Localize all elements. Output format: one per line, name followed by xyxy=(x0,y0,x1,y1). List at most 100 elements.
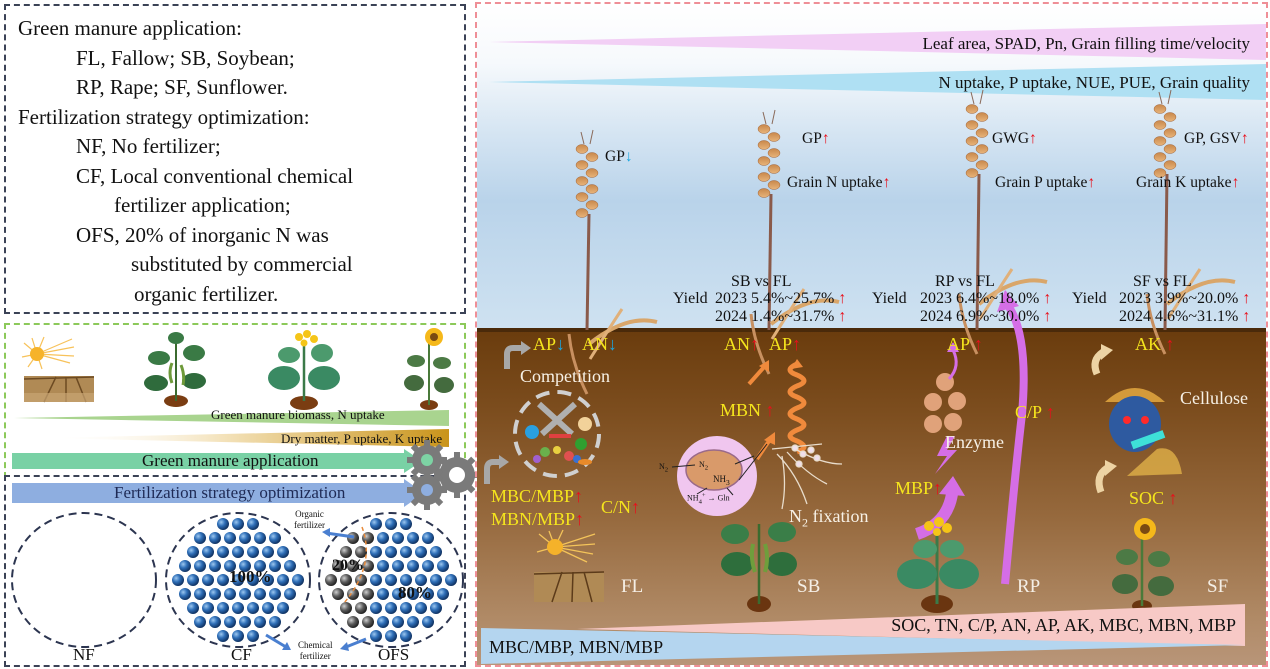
up-arrow-icon: ↑ xyxy=(1029,130,1037,147)
sb-an-label: AN xyxy=(724,334,750,354)
organic-label-line2: fertilizer xyxy=(294,520,325,530)
rp-plot-label: RP xyxy=(1017,576,1041,597)
fertilization-strategy-arrow xyxy=(12,479,424,507)
fl-mbc-mbp-label: MBC/MBP xyxy=(491,486,575,506)
gears-icon xyxy=(407,440,480,510)
chemical-granule xyxy=(415,546,427,558)
nodule-n2-out: N2 xyxy=(659,462,669,474)
chemical-granule xyxy=(400,630,412,642)
chemical-granule xyxy=(422,588,434,600)
nodule-n2-in: N2 xyxy=(699,460,709,472)
legend-fs-nf: NF, No fertilizer; xyxy=(76,134,221,158)
ofs-circle xyxy=(318,512,464,648)
sky-background xyxy=(477,4,1266,332)
rp-ap-label: AP xyxy=(947,334,970,354)
chemical-granule xyxy=(385,630,397,642)
fl-fallow-field-icon xyxy=(533,571,605,603)
up-arrow-icon: ↑ xyxy=(1231,174,1240,191)
dry-matter-label: Dry matter, P uptake, K uptake xyxy=(281,431,443,446)
chemical-label-line2: fertilizer xyxy=(299,651,331,661)
fl-sun-icon xyxy=(536,529,596,563)
chemical-granule xyxy=(194,588,206,600)
rp-grain-uptake-indicator: Grain P uptake↑ xyxy=(995,174,1095,192)
rp-cp-indicator: C/P ↑ xyxy=(1015,402,1055,423)
up-arrow-icon: ↑ xyxy=(838,290,847,307)
chemical-granule xyxy=(422,560,434,572)
microbes-icon xyxy=(525,417,592,465)
chemical-granule xyxy=(239,532,251,544)
fl-an-label: AN xyxy=(582,334,608,354)
chemical-granule xyxy=(370,630,382,642)
legend-box: Green manure application: FL, Fallow; SB… xyxy=(4,4,466,314)
sb-yield-2023: 2023 5.4%~25.7% ↑ xyxy=(715,290,846,308)
sb-gp-label: GP xyxy=(802,130,822,147)
chemical-granule xyxy=(262,602,274,614)
top-gradient-label-1: Leaf area, SPAD, Pn, Grain filling time/… xyxy=(922,34,1251,53)
chemical-granule xyxy=(172,574,184,586)
down-arrow-icon: ↓ xyxy=(556,334,566,354)
sb-arrow-to-an xyxy=(747,364,767,386)
wheat-plant-icon xyxy=(749,109,840,375)
cellulose-microbe-icon xyxy=(1105,388,1182,476)
organic-granule xyxy=(332,560,344,572)
rp-rape-plant-icon xyxy=(897,517,979,613)
chemical-granule xyxy=(247,602,259,614)
organic-arrow xyxy=(325,531,355,539)
chemical-granule xyxy=(392,560,404,572)
chemical-granule xyxy=(232,574,244,586)
nodule-nh3: NH3 xyxy=(713,474,730,487)
chemical-fertilizer-label: Chemical fertilizer xyxy=(298,640,333,662)
sb-an-indicator: AN↑ xyxy=(724,334,759,355)
rp-yield-label: Yield xyxy=(872,290,907,307)
sf-vs-fl-label: SF vs FL xyxy=(1133,273,1192,290)
sb-mbn-label: MBN xyxy=(720,400,762,420)
chemical-granule xyxy=(400,602,412,614)
chemical-granule xyxy=(377,588,389,600)
top-gradient-label-2: N uptake, P uptake, NUE, PUE, Grain qual… xyxy=(938,73,1250,92)
chemical-granule xyxy=(284,560,296,572)
chemical-granule xyxy=(284,588,296,600)
bottom-gradient-triangle-pink xyxy=(577,604,1245,646)
sf-yield-2024: 2024 4.6%~31.1% ↑ xyxy=(1119,308,1250,326)
chemical-granule xyxy=(377,560,389,572)
chemical-granule xyxy=(247,630,259,642)
up-arrow-icon: ↑ xyxy=(792,334,802,354)
up-arrow-icon: ↑ xyxy=(1168,488,1178,508)
fl-an-indicator: AN↓ xyxy=(582,334,617,355)
gear-tooth xyxy=(410,443,420,453)
chemical-granule xyxy=(437,588,449,600)
chemical-granule xyxy=(232,602,244,614)
organic-fertilizer-label: Organic fertilizer xyxy=(294,509,325,531)
legend-fs-heading: Fertilization strategy optimization: xyxy=(18,104,310,129)
chemical-granule xyxy=(407,560,419,572)
sb-gp-indicator: GP↑ xyxy=(802,130,830,148)
chemical-granule xyxy=(224,616,236,628)
up-arrow-icon: ↑ xyxy=(631,497,641,517)
chemical-arrow-cf xyxy=(265,633,287,649)
sb-yield-2023-value: 2023 5.4%~25.7% xyxy=(715,290,835,307)
up-arrow-icon: ↑ xyxy=(1240,130,1249,147)
chemical-granule xyxy=(202,546,214,558)
chemical-granule xyxy=(422,616,434,628)
chemical-granule xyxy=(415,602,427,614)
bottom-gradient-label-1: SOC, TN, C/P, AN, AP, AK, MBC, MBN, MBP xyxy=(891,615,1236,635)
chemical-granule xyxy=(445,574,457,586)
organic-granule xyxy=(340,602,352,614)
rp-yield-2024-value: 2024 6.9%~30.0% xyxy=(920,308,1040,325)
organic-granule xyxy=(340,574,352,586)
chemical-granule xyxy=(277,574,289,586)
rp-vs-fl-label: RP vs FL xyxy=(935,273,995,290)
chemical-granule xyxy=(262,574,274,586)
rp-yield-2024: 2024 6.9%~30.0% ↑ xyxy=(920,308,1051,326)
sf-gp-gsv-label: GP, GSV xyxy=(1184,130,1241,147)
gear-tooth xyxy=(407,487,413,493)
sf-soc-indicator: SOC ↑ xyxy=(1129,488,1178,509)
sb-yield-2024: 2024 1.4%~31.7% ↑ xyxy=(715,308,846,326)
up-arrow-icon: ↑ xyxy=(1242,290,1251,307)
fl-ap-label: AP xyxy=(533,334,557,354)
chemical-granule xyxy=(239,588,251,600)
biomass-gradient-triangle xyxy=(14,410,449,426)
up-arrow-icon: ↑ xyxy=(838,308,847,325)
fl-mbc-mbp-indicator: MBC/MBP↑ xyxy=(491,486,583,507)
up-arrow-icon: ↑ xyxy=(574,486,584,506)
